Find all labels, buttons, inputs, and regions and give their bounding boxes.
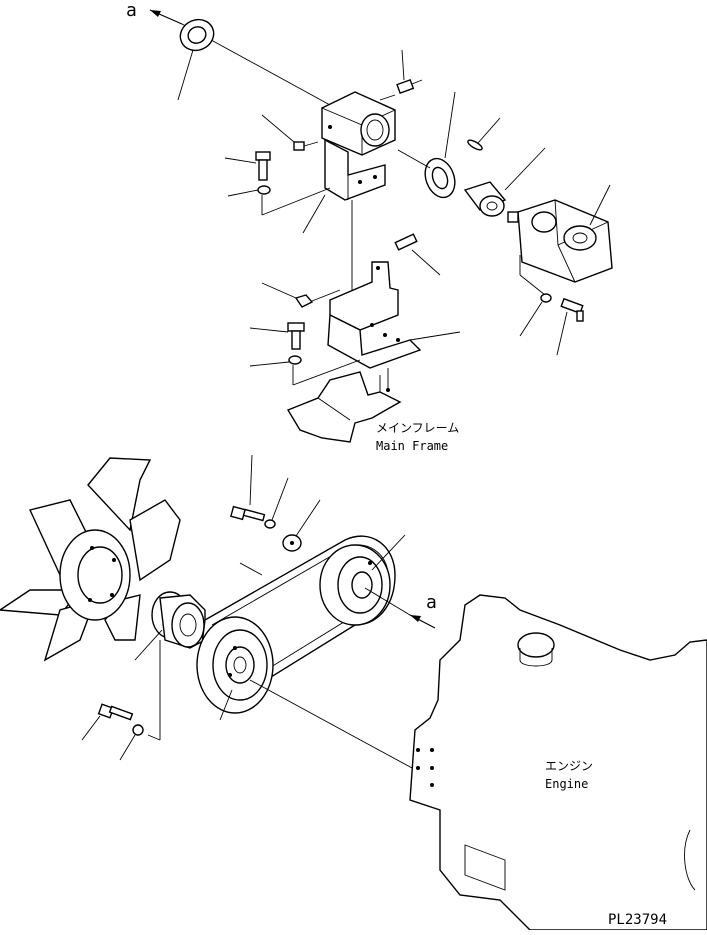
pulley-plate — [282, 499, 321, 552]
pump-washer — [519, 293, 552, 337]
key — [467, 117, 501, 151]
arrow-a-mid: a — [364, 587, 437, 629]
bolt-mount-upper — [394, 233, 441, 276]
hydraulic-pump — [507, 184, 613, 296]
bearing-housing-bracket — [302, 91, 396, 234]
shaft-coupling — [463, 147, 546, 217]
main-frame: メインフレーム Main Frame — [286, 368, 459, 453]
seal-ring-right — [397, 91, 456, 199]
fan-washer — [119, 724, 144, 761]
bolt-mount-left — [249, 322, 305, 350]
fan-spacer — [134, 591, 206, 741]
drive-pulley — [196, 616, 413, 769]
nut-mount — [261, 282, 341, 308]
arrow-a-top: a — [126, 0, 331, 106]
engine: エンジン Engine — [409, 594, 707, 931]
grease-fitting — [379, 49, 423, 101]
pulley-bolt — [230, 454, 266, 522]
drawing-number: PL23794 — [608, 912, 667, 928]
engine-label-en: Engine — [545, 777, 588, 791]
main-frame-label-jp: メインフレーム — [376, 421, 459, 435]
driven-pulley — [319, 534, 406, 626]
pump-bolt — [556, 297, 584, 356]
washer-mount-left — [249, 355, 361, 386]
engine-label-jp: エンジン — [545, 759, 593, 773]
fan-bolt — [81, 703, 134, 741]
pulley-washer — [264, 477, 289, 529]
bolt-upper-left — [224, 151, 271, 181]
arrow-a-mid-label: a — [426, 592, 437, 613]
arrow-a-top-label: a — [126, 0, 137, 21]
washer-upper-left — [227, 185, 331, 216]
seal-ring-top — [177, 18, 215, 101]
cooling-fan — [0, 457, 181, 662]
main-frame-label-en: Main Frame — [376, 439, 448, 453]
screw-small — [261, 114, 319, 151]
mounting-bracket — [327, 261, 461, 369]
